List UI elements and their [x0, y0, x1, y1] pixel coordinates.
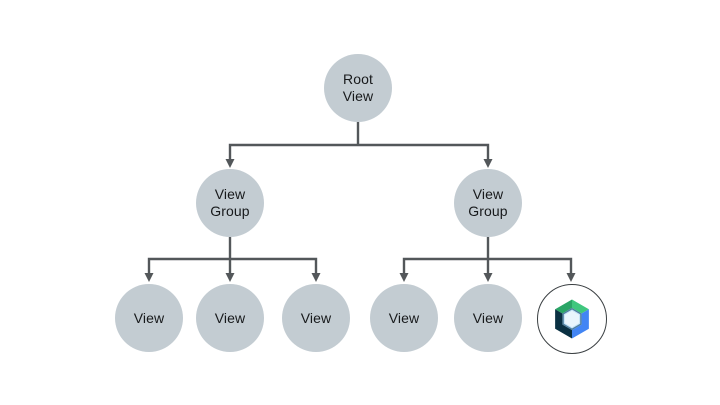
node-view-5: View: [454, 284, 522, 352]
node-view-group-right: View Group: [454, 169, 522, 237]
node-root-view: Root View: [324, 54, 392, 122]
jetpack-compose-logo-icon: [555, 299, 589, 339]
node-view-4: View: [370, 284, 438, 352]
compose-face-green: [572, 299, 589, 314]
connector-level1-bracket: [228, 143, 490, 160]
connector-right-bracket: [402, 257, 573, 274]
node-view-1: View: [115, 284, 183, 352]
node-label: Root View: [342, 71, 374, 104]
node-view-2: View: [196, 284, 264, 352]
arrowhead-icon: [399, 273, 409, 282]
arrowhead-icon: [311, 273, 321, 282]
node-label: View Group: [210, 186, 250, 219]
compose-face-blue: [572, 309, 589, 339]
node-label: View: [472, 309, 504, 326]
arrowhead-icon: [566, 273, 576, 282]
compose-center-hexagon: [563, 309, 581, 329]
arrowhead-icon: [483, 159, 493, 168]
node-label: View: [300, 309, 332, 326]
compose-face-navy: [555, 309, 572, 339]
node-view-3: View: [282, 284, 350, 352]
connector-left-bracket: [147, 257, 318, 274]
node-label: View: [133, 309, 165, 326]
compose-face-green-dark: [555, 299, 572, 314]
node-label: View: [388, 309, 420, 326]
arrowhead-icon: [144, 273, 154, 282]
arrowhead-icon: [225, 273, 235, 282]
node-label: View Group: [468, 186, 508, 219]
node-label: View: [214, 309, 246, 326]
node-compose: [537, 284, 607, 354]
arrowhead-icon: [483, 273, 493, 282]
node-view-group-left: View Group: [196, 169, 264, 237]
arrowhead-icon: [225, 159, 235, 168]
